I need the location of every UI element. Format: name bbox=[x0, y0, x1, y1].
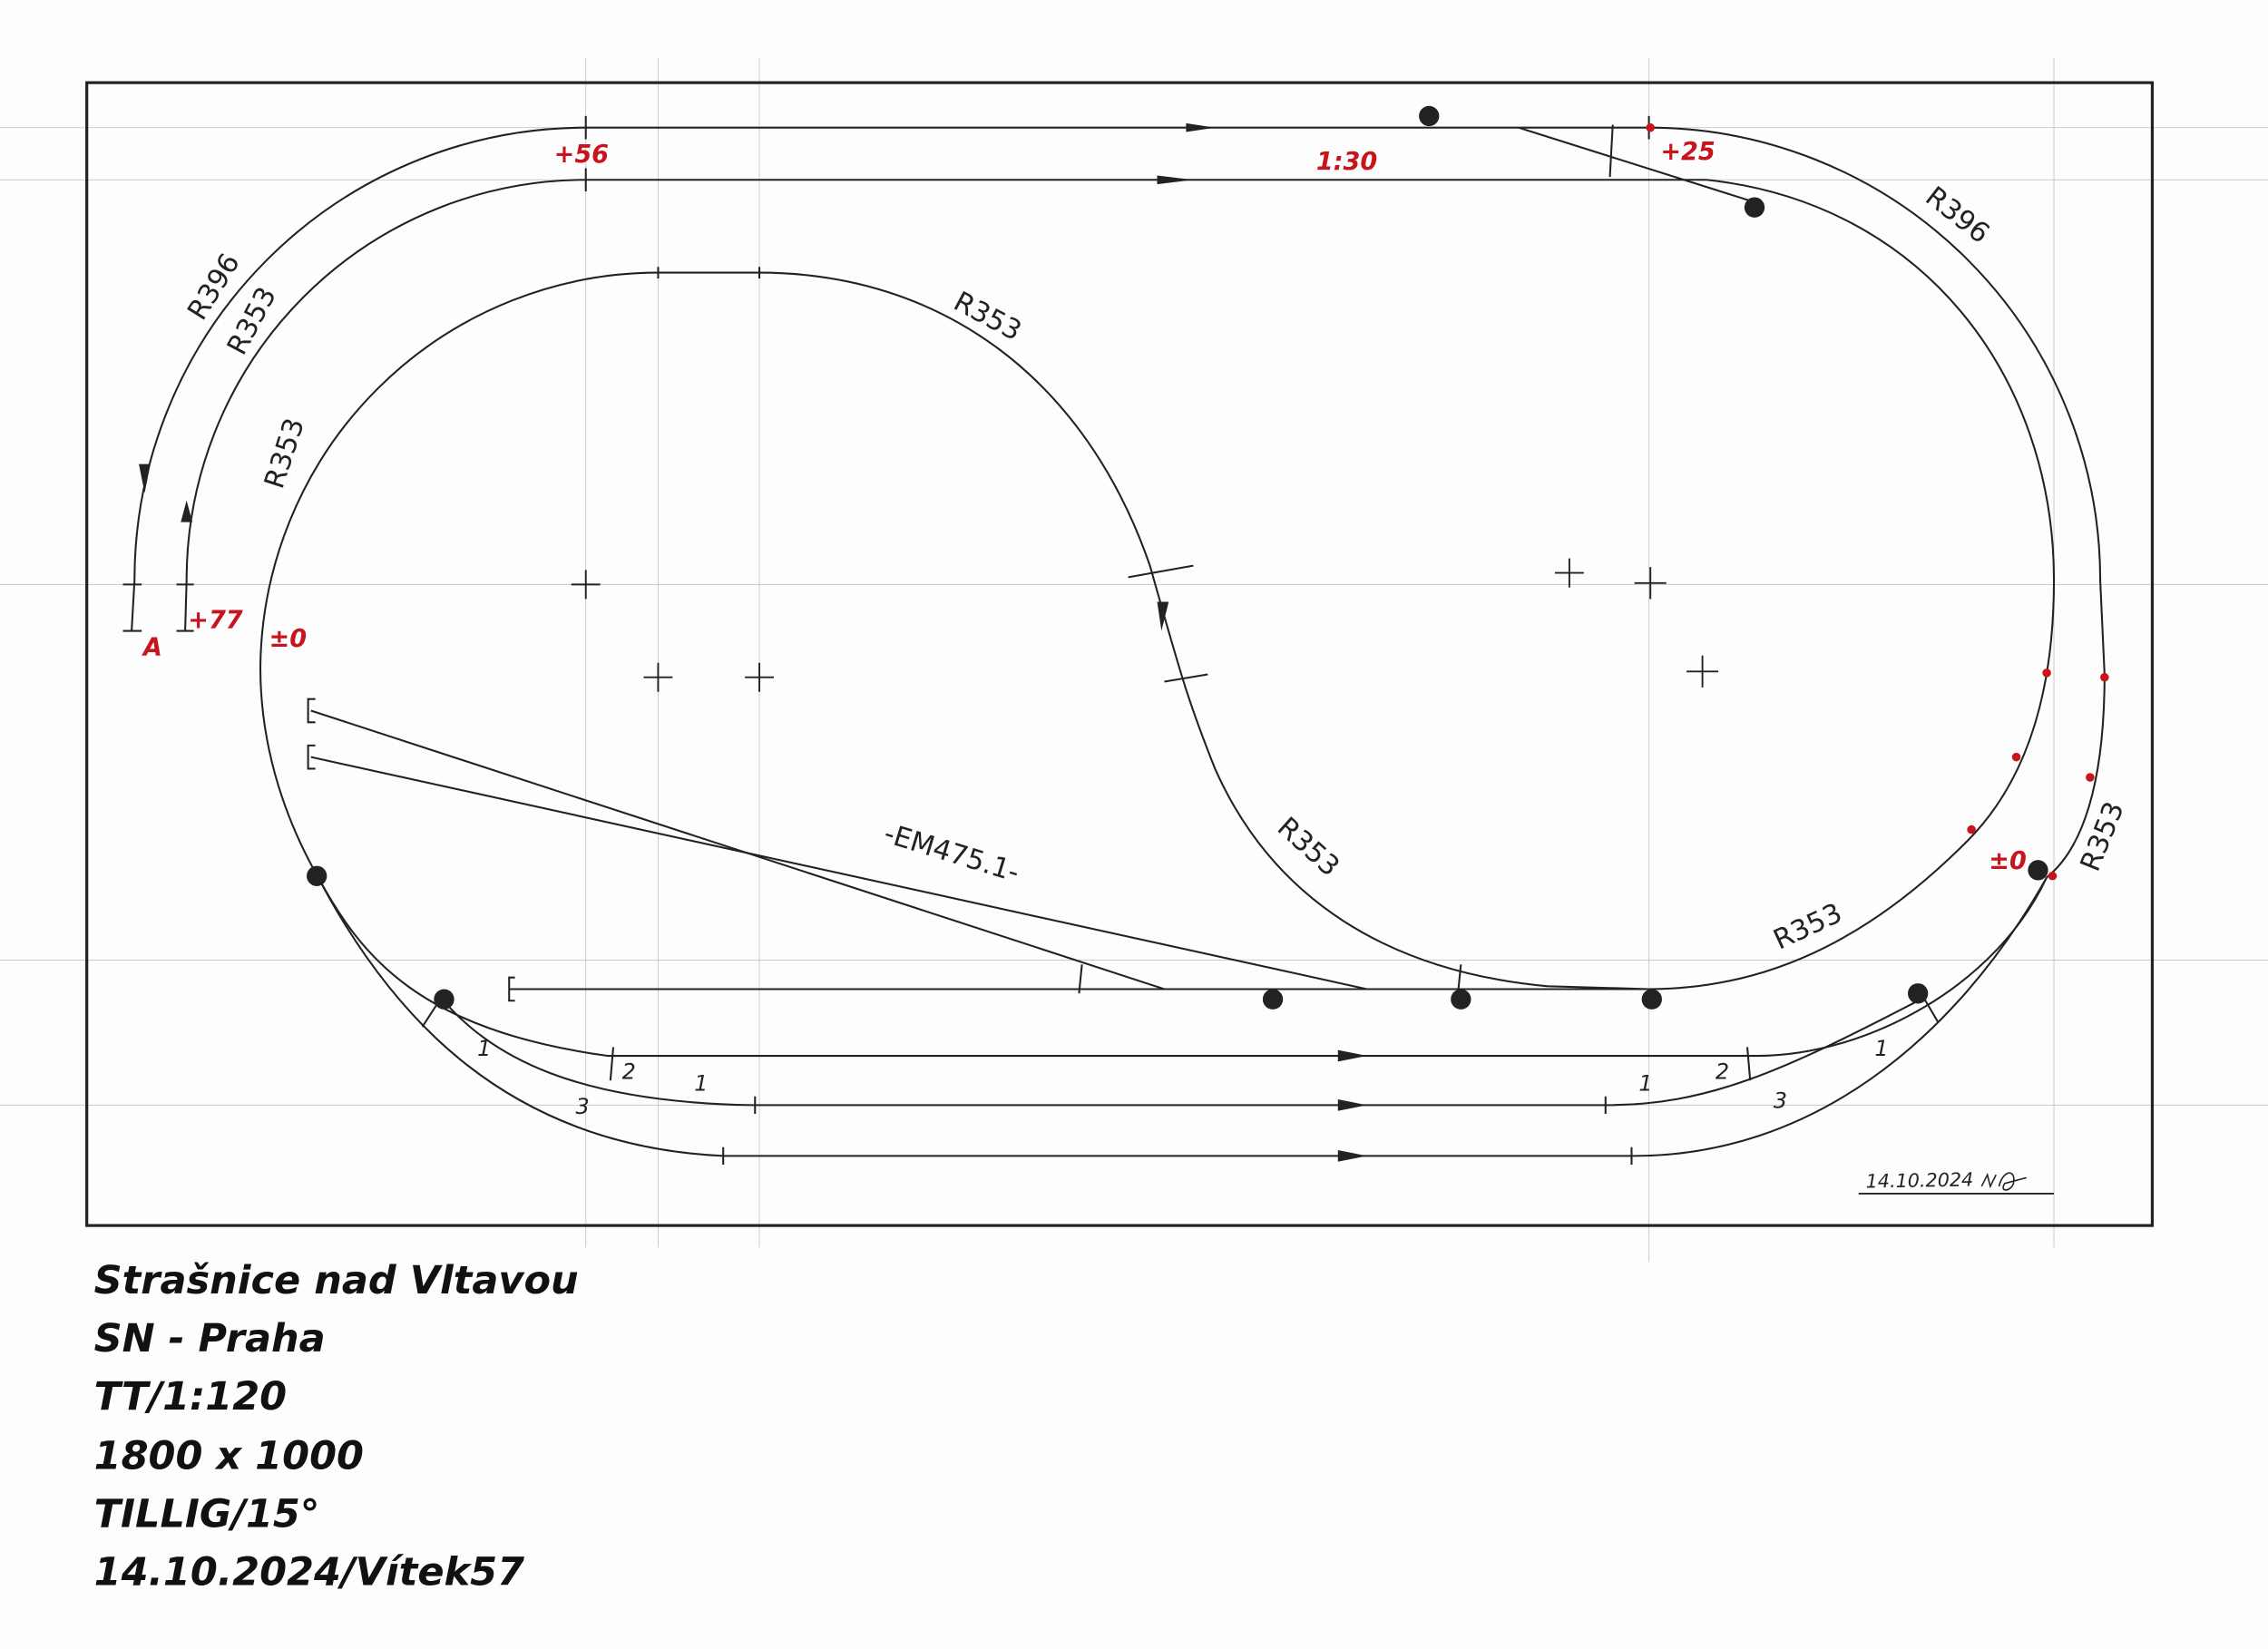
construction-guides bbox=[0, 57, 2268, 1263]
signal-icon bbox=[434, 989, 455, 1010]
height-dot-icon bbox=[2011, 752, 2021, 762]
track-system: TILLIG/15° bbox=[94, 1492, 320, 1537]
route: SN - Praha bbox=[94, 1316, 326, 1361]
signature-initials bbox=[1980, 1172, 2027, 1191]
baseboard-outline bbox=[85, 81, 2155, 1227]
height-label: +56 bbox=[554, 141, 609, 169]
top-switch bbox=[1518, 126, 1758, 204]
track-number: 1 bbox=[694, 1070, 708, 1096]
curve-centers bbox=[571, 558, 1719, 692]
middle-loop-left bbox=[259, 271, 659, 878]
layout-name: Strašnice nad Vltavou bbox=[94, 1258, 579, 1303]
outer-right-curve bbox=[1648, 126, 2106, 879]
height-label: +77 bbox=[188, 606, 243, 634]
track-number: 2 bbox=[1716, 1059, 1729, 1085]
date-author: 14.10.2024/Vítek57 bbox=[94, 1550, 524, 1595]
rail-joints bbox=[122, 115, 1940, 1165]
track-number: 2 bbox=[622, 1059, 636, 1085]
point-a-label: A bbox=[142, 634, 162, 662]
track-number: 1 bbox=[1874, 1036, 1888, 1061]
signal-markers bbox=[307, 105, 2109, 1010]
signal-icon bbox=[1419, 105, 1440, 127]
middle-loop-track bbox=[658, 271, 1649, 990]
height-label: +25 bbox=[1660, 138, 1715, 166]
tracks bbox=[122, 115, 2106, 1165]
dimensions: 1800 x 1000 bbox=[94, 1434, 364, 1479]
signal-icon bbox=[2028, 860, 2048, 881]
track-number: 3 bbox=[576, 1094, 590, 1119]
signal-icon bbox=[307, 865, 327, 886]
signal-icon bbox=[1907, 983, 1929, 1004]
track-number: 1 bbox=[477, 1036, 491, 1061]
scale: TT/1:120 bbox=[94, 1374, 287, 1420]
inner-loop-track bbox=[184, 179, 586, 631]
height-label: ±0 bbox=[269, 625, 308, 653]
height-dot-icon bbox=[1646, 122, 1655, 132]
height-dot-icon bbox=[1967, 824, 1976, 834]
height-dot-icon bbox=[2048, 871, 2058, 881]
title-block: Strašnice nad Vltavou SN - Praha TT/1:12… bbox=[94, 1258, 579, 1595]
track-number: 1 bbox=[1638, 1070, 1652, 1096]
buffer-stops bbox=[307, 698, 515, 1002]
station-track-1 bbox=[317, 876, 2048, 1058]
siding-label: -EM475.1- bbox=[880, 818, 1022, 890]
outer-loop-track bbox=[131, 126, 586, 631]
radius-label: R353 bbox=[259, 415, 311, 493]
station-track-3 bbox=[317, 876, 2048, 1157]
radius-label: R353 bbox=[1769, 897, 1847, 956]
radius-label: R396 bbox=[1920, 181, 1996, 249]
station-track-2 bbox=[440, 997, 1925, 1107]
track-number: 3 bbox=[1774, 1088, 1787, 1114]
gradient-label: 1:30 bbox=[1316, 148, 1377, 176]
radius-label: R353 bbox=[2075, 797, 2131, 875]
signal-icon bbox=[1744, 197, 1765, 218]
height-dot-icon bbox=[2086, 773, 2095, 782]
radius-label: R353 bbox=[948, 286, 1026, 347]
signal-icon bbox=[1262, 989, 1284, 1010]
height-label: ±0 bbox=[1989, 847, 2027, 875]
radius-label: R353 bbox=[1271, 812, 1345, 883]
signal-icon bbox=[1641, 989, 1662, 1010]
inner-right-curve bbox=[1648, 179, 2056, 990]
radius-label: R353 bbox=[221, 282, 283, 360]
siding-lower bbox=[310, 756, 1367, 990]
height-dot-icon bbox=[2042, 668, 2051, 678]
signal-icon bbox=[1451, 989, 1471, 1010]
signature-date: 14.10.2024 bbox=[1865, 1168, 1973, 1192]
height-dot-icon bbox=[2100, 672, 2109, 682]
